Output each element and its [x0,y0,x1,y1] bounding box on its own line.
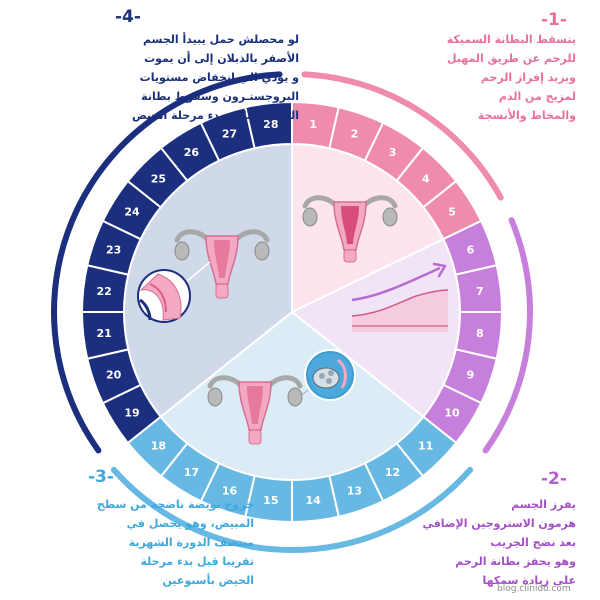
day-label: 9 [467,368,475,381]
outer-phase-arcs [51,71,533,553]
phase-3-line: خروج بويضة ناضجة من سطح [96,498,254,511]
phase-1-line: للرحم عن طريق المهبل [446,52,576,65]
day-label: 8 [476,327,484,340]
day-label: 24 [124,205,140,218]
phase-3-description: خروج بويضة ناضجة من سطح المبيض، وهو يحصل… [34,495,254,590]
follicular-phase-arc [482,217,533,454]
day-label: 5 [448,205,456,218]
ovulation-uterus-illustration [207,375,303,445]
day-label: 11 [418,440,433,453]
phase-3-line: المبيض، وهو يحصل في [126,517,254,530]
day-label: 6 [467,244,475,257]
estrogen-rise-graphic [351,262,449,332]
phase-4-number: -4- [115,7,141,27]
site-watermark: blog.clinido.com [497,584,571,594]
day-label: 21 [97,327,112,340]
phase-2-line: هرمون الاستروجين الإضافي [422,517,576,530]
endometrium-zoom-icon [137,261,211,323]
phase-1-line: لمزيج من الدم [498,90,576,103]
phase-1-number: -1- [541,10,567,30]
day-label: 4 [422,172,430,185]
luteal-uterus-illustration [174,229,270,299]
ovary-zoom-icon [299,349,356,401]
day-label: 7 [476,285,484,298]
day-ring [80,100,504,524]
phase-4-line: الأصفر بالذبلان إلى أن يموت [144,52,299,65]
phase-2-description: يفرز الجسم هرمون الاستروجين الإضافي بعد … [376,495,576,590]
phase-2-line: وهو يحفز بطانة الرحم [455,555,576,568]
day-label: 10 [444,407,460,420]
day-label: 27 [222,128,237,141]
day-label: 18 [151,440,166,453]
day-label: 3 [389,146,397,159]
ovulation-phase-arc [110,466,474,553]
day-label: 17 [184,466,199,479]
phase-1-line: يتسقط البطانة السميكة [446,33,576,46]
phase-4-line: لو محصلش حمل يبيدأ الجسم [143,33,299,46]
day-label: 12 [385,466,400,479]
menstruation-uterus-illustration [302,195,398,263]
day-label: 26 [184,146,200,159]
day-label: 20 [106,368,122,381]
day-label: 28 [263,118,278,131]
phase-1-line: ويزيد إفراز الرحم [480,71,576,84]
phase-2-line: على زيادة سمكها [482,574,576,587]
phase-4-description: لو محصلش حمل يبيدأ الجسم الأصفر بالذبلان… [34,30,299,125]
day-label: 14 [306,494,322,507]
phase-2-number: -2- [541,469,567,489]
day-label: 22 [97,285,112,298]
phase-2-line: يفرز الجسم [511,498,576,511]
day-label: 15 [263,494,278,507]
day-label: 19 [124,407,139,420]
luteal-phase-arc [51,71,283,454]
phase-1-description: يتسقط البطانة السميكة للرحم عن طريق المه… [376,30,576,125]
day-label: 23 [106,244,121,257]
day-cell [244,100,293,150]
phase-3-line: الحيض بأسبوعين [162,574,254,587]
day-label: 2 [351,128,359,141]
phase-3-line: تقريبا قبل بدء مرحلة [140,555,255,568]
phase-4-line: الرحم بالتالي بدء مرحلة الحيض [131,109,299,122]
phase-4-line: و يؤدي الي انخفاض مستويات [139,71,299,84]
day-label: 25 [151,172,166,185]
phase-3-line: منتصف الدورة الشهرية [128,536,254,549]
menstrual-phase-arc [301,71,504,201]
day-label: 1 [309,118,317,131]
phase-2-line: بعد نضج الجريب [490,536,576,549]
phase-1-line: والمخاط والأنسجة [477,109,576,122]
day-label: 13 [347,484,362,497]
phase-3-number: -3- [88,467,114,487]
day-label: 16 [222,484,238,497]
day-labels: 1234567891011121314151617181920212223242… [97,118,484,507]
phase-4-line: البروجستـرون وسقوط بطانة [141,90,299,103]
